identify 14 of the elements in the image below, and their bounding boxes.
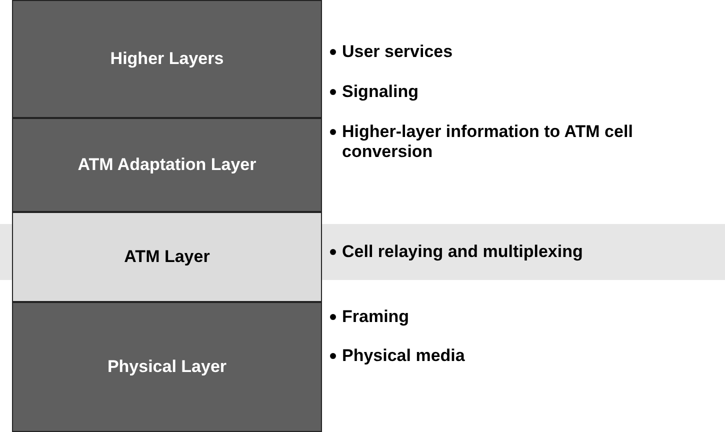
function-text: User services	[342, 42, 453, 61]
layer-name: ATM Adaptation Layer	[78, 155, 256, 175]
layer-name: Physical Layer	[107, 357, 227, 377]
layer-box	[12, 212, 322, 302]
layer-name: Higher Layers	[110, 49, 224, 69]
layer-box	[12, 0, 322, 118]
function-text: Physical media	[342, 346, 465, 365]
layer-name: ATM Layer	[124, 247, 210, 267]
layer-box	[12, 118, 322, 212]
function-text: Higher-layer information to ATM cell conversion	[342, 122, 633, 161]
layer-box	[12, 302, 322, 432]
function-text: Signaling	[342, 82, 418, 101]
function-text: Framing	[342, 307, 410, 326]
function-text: Cell relaying and multiplexing	[342, 242, 583, 261]
